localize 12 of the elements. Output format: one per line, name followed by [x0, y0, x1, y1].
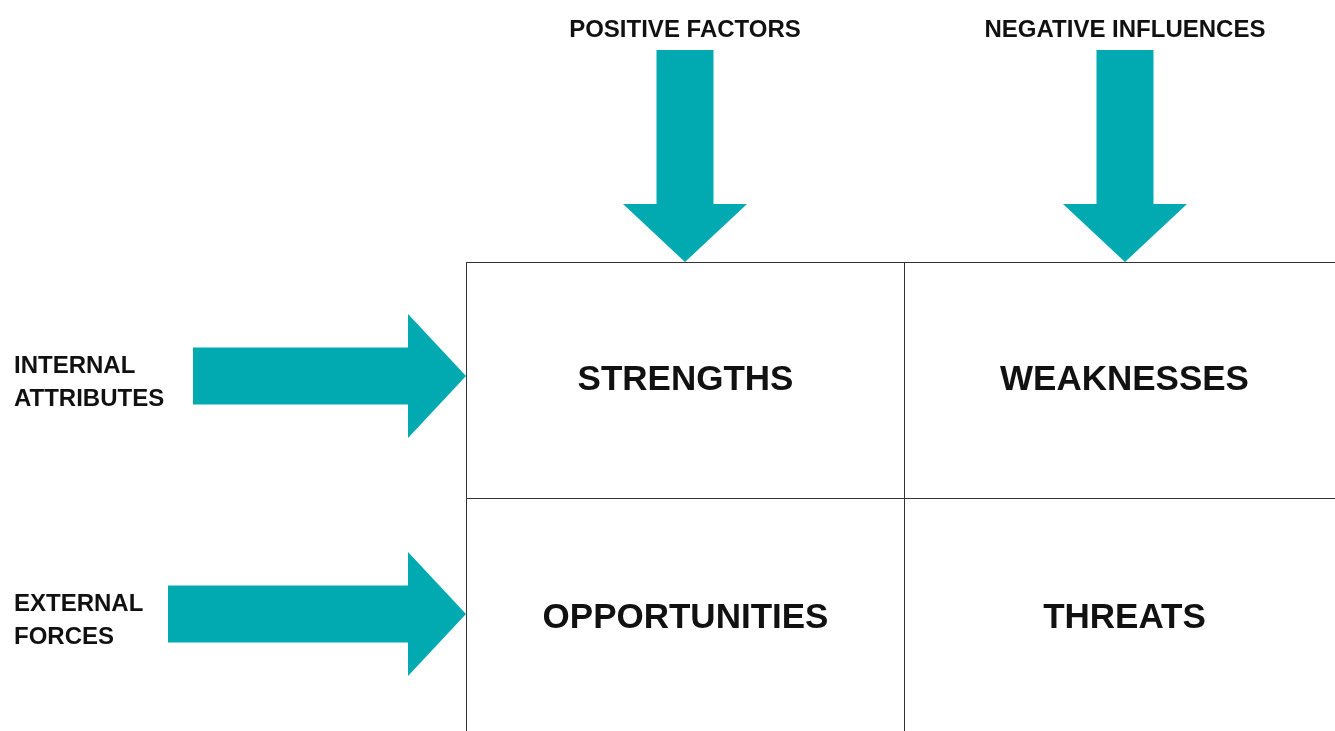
block-arrow	[1063, 50, 1187, 262]
quadrant-cell: STRENGTHS	[466, 262, 904, 498]
axis-label: POSITIVE FACTORS	[555, 12, 815, 46]
block-arrow	[168, 552, 466, 676]
quadrant-cell: THREATS	[904, 498, 1335, 731]
quadrant-cell: WEAKNESSES	[904, 262, 1335, 498]
axis-label: EXTERNAL FORCES	[14, 586, 164, 654]
quadrant-cell: OPPORTUNITIES	[466, 498, 904, 731]
block-arrow	[623, 50, 747, 262]
block-arrow	[193, 314, 466, 438]
axis-label: INTERNAL ATTRIBUTES	[14, 348, 189, 416]
axis-label: NEGATIVE INFLUENCES	[960, 12, 1290, 46]
